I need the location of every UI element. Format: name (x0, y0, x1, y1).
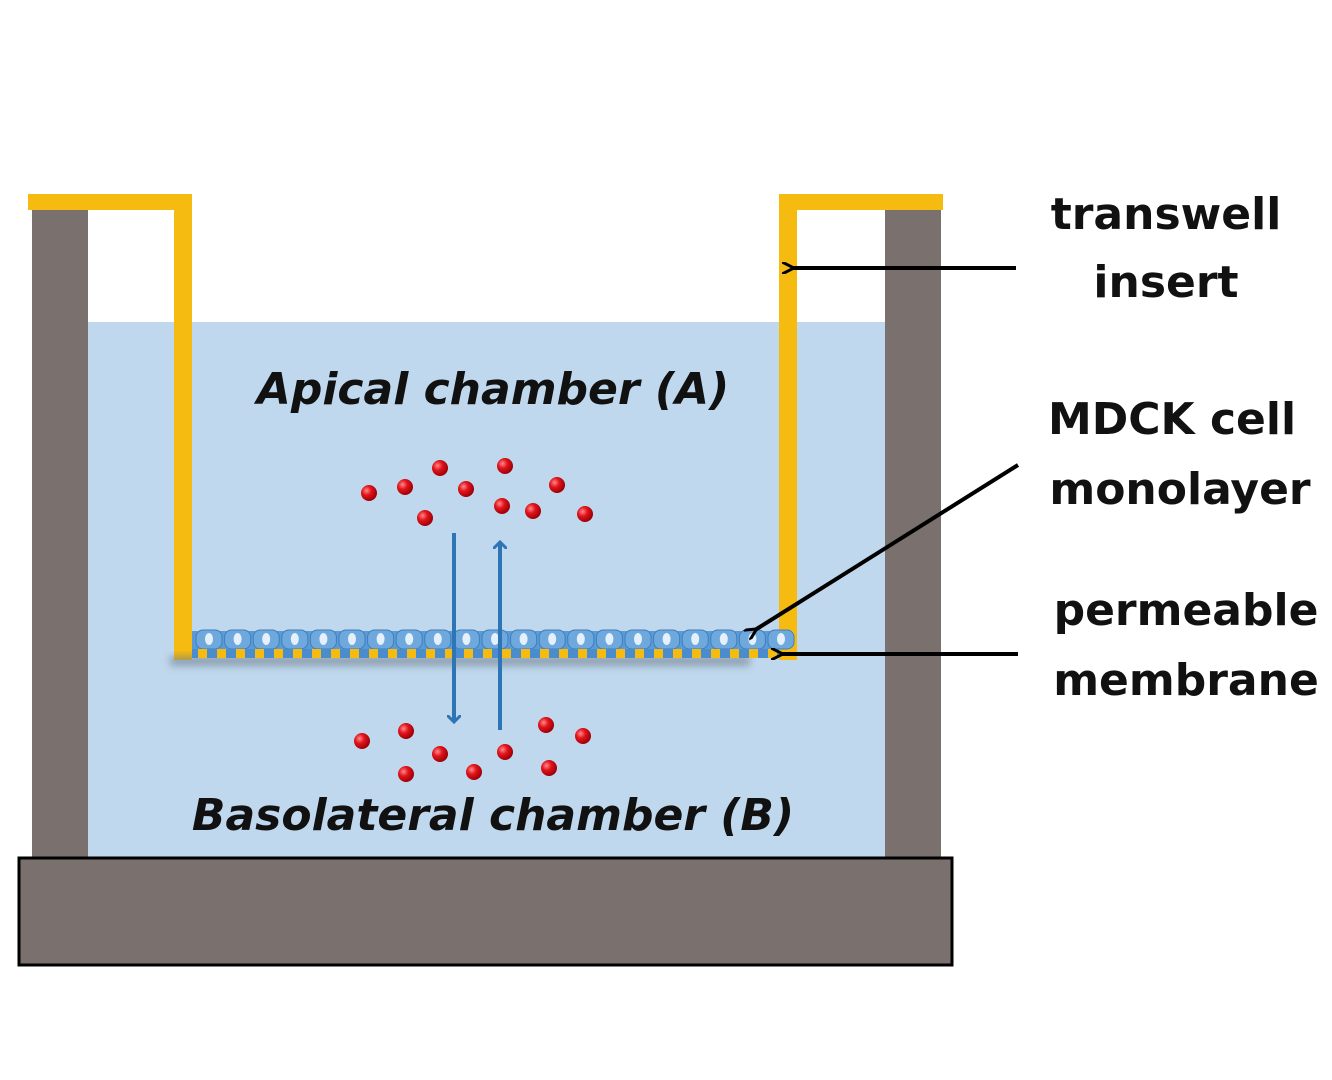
molecule (398, 766, 414, 782)
permeable-membrane (192, 649, 779, 658)
molecule (575, 728, 591, 744)
molecule (361, 485, 377, 501)
cell-nucleus (548, 633, 557, 645)
cell-nucleus (777, 633, 785, 645)
membrane-pore (692, 649, 701, 658)
membrane-shadow (170, 656, 750, 666)
cell-nucleus (433, 633, 442, 645)
membrane-pore (445, 649, 454, 658)
membrane-pore (654, 649, 663, 658)
molecule (541, 760, 557, 776)
membrane-pore (635, 649, 644, 658)
cell-nucleus (290, 633, 299, 645)
membrane-pore (198, 649, 207, 658)
molecule (538, 717, 554, 733)
cell-nucleus (576, 633, 585, 645)
membrane-pore (616, 649, 625, 658)
mdck-label-line2: monolayer (1049, 464, 1311, 515)
molecule (494, 498, 510, 514)
basolateral-chamber-label: Basolateral chamber (B) (192, 790, 794, 841)
membrane-pore (369, 649, 378, 658)
molecule (497, 744, 513, 760)
molecule (432, 460, 448, 476)
membrane-pore (711, 649, 720, 658)
membrane-pore (350, 649, 359, 658)
molecule (458, 481, 474, 497)
molecule (525, 503, 541, 519)
cell-nucleus (519, 633, 528, 645)
membrane-pore (483, 649, 492, 658)
molecule (397, 479, 413, 495)
transwell-insert (28, 194, 943, 660)
molecule (577, 506, 593, 522)
molecule (497, 458, 513, 474)
membrane-pore (768, 649, 777, 658)
cell-nucleus (319, 633, 328, 645)
membrane-pore (388, 649, 397, 658)
cell-nucleus (491, 633, 499, 645)
membrane-pore (559, 649, 568, 658)
membrane-pore (749, 649, 758, 658)
membrane-pore (236, 649, 245, 658)
membrane-label-line1: permeable (1054, 585, 1319, 636)
mdck-cell-monolayer (192, 629, 795, 650)
well-left-wall (32, 207, 88, 859)
molecule (398, 723, 414, 739)
transwell-label-line1: transwell (1051, 189, 1282, 240)
membrane-pore (502, 649, 511, 658)
molecule (417, 510, 433, 526)
membrane-pore (521, 649, 530, 658)
cell-nucleus (691, 633, 700, 645)
membrane-pore (217, 649, 226, 658)
cell-nucleus (462, 633, 471, 645)
mdck-label-line1: MDCK cell (1048, 394, 1296, 445)
membrane-pore (578, 649, 587, 658)
cell-nucleus (719, 633, 728, 645)
membrane-pore (597, 649, 606, 658)
cell-nucleus (233, 633, 242, 645)
membrane-pore (312, 649, 321, 658)
membrane-pore (464, 649, 473, 658)
membrane-pore (331, 649, 340, 658)
cell-nucleus (348, 633, 356, 645)
molecules (354, 458, 593, 782)
cell-nucleus (405, 633, 414, 645)
membrane-pore (730, 649, 739, 658)
membrane-pore (407, 649, 416, 658)
cell-nucleus (634, 633, 642, 645)
membrane-pore (540, 649, 549, 658)
cell-nucleus (376, 633, 385, 645)
cell-nucleus (205, 633, 213, 645)
cell-nucleus (662, 633, 671, 645)
molecule (466, 764, 482, 780)
mdck-pointer-arrow (755, 463, 1020, 630)
cell-nucleus (605, 633, 614, 645)
cell-nucleus (262, 633, 271, 645)
molecule (354, 733, 370, 749)
molecule (432, 746, 448, 762)
membrane-pore (673, 649, 682, 658)
apical-chamber-label: Apical chamber (A) (254, 364, 729, 415)
membrane-pore (274, 649, 283, 658)
membrane-pore (293, 649, 302, 658)
membrane-label-line2: membrane (1053, 655, 1319, 706)
molecule (549, 477, 565, 493)
membrane-pore (426, 649, 435, 658)
membrane-pore (255, 649, 264, 658)
medium-fill (88, 322, 885, 858)
cell-nucleus (748, 633, 757, 645)
transwell-label-line2: insert (1093, 257, 1238, 308)
well-base (17, 856, 954, 967)
